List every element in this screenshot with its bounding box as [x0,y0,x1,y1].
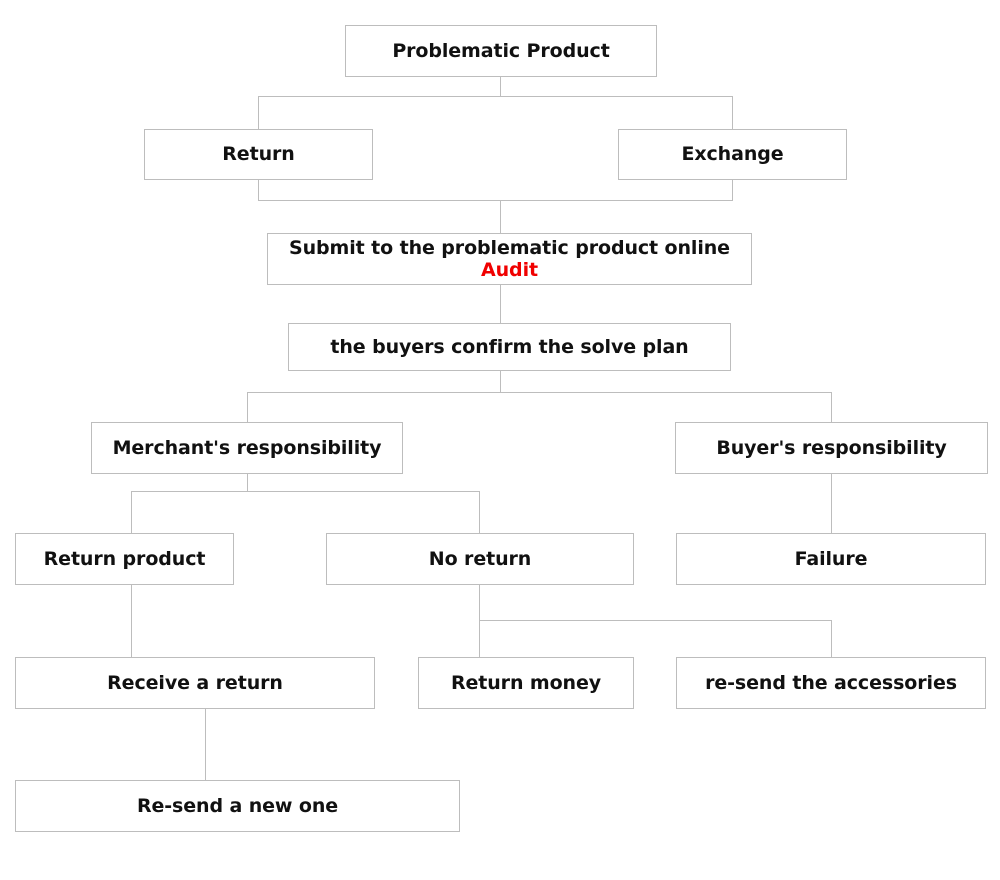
connector-to-return-product [131,491,132,533]
node-resend-a-new-one-label: Re-send a new one [136,794,339,817]
connector-to-return [258,96,259,129]
node-resend-the-accessories[interactable]: re-send the accessories [676,657,986,709]
connector-return-down [258,180,259,200]
connector-merge-to-submit [500,200,501,233]
node-buyers-confirm-solve-plan[interactable]: the buyers confirm the solve plan [288,323,731,371]
node-problematic-product[interactable]: Problematic Product [345,25,657,77]
node-exchange[interactable]: Exchange [618,129,847,180]
connector-exchange-down [732,180,733,200]
connector-split-merchant-options [131,491,480,492]
connector-split-return-exchange [258,96,733,97]
connector-merchant-down [247,474,248,492]
node-problematic-product-label: Problematic Product [392,39,610,62]
node-buyers-confirm-solve-plan-label: the buyers confirm the solve plan [330,335,689,358]
connector-to-no-return [479,491,480,533]
connector-to-merchant [247,392,248,422]
node-return[interactable]: Return [144,129,373,180]
node-buyer-responsibility[interactable]: Buyer's responsibility [675,422,988,474]
connector-buyer-to-failure [831,474,832,533]
node-submit-online-audit[interactable]: Submit to the problematic product online… [267,233,752,285]
connector-problematic-down [500,77,501,97]
connector-confirm-down [500,371,501,392]
connector-to-exchange [732,96,733,129]
node-submit-audit-label: Audit [481,259,538,281]
node-return-money-label: Return money [450,671,602,694]
connector-receive-to-resend-new [205,709,206,780]
node-exchange-label: Exchange [681,143,784,166]
node-no-return-label: No return [428,547,532,570]
node-return-label: Return [222,143,295,166]
connector-split-no-return-options [479,620,831,621]
node-resend-a-new-one[interactable]: Re-send a new one [15,780,460,832]
connector-to-buyer [831,392,832,422]
connector-split-responsibility [247,392,831,393]
node-resend-the-accessories-label: re-send the accessories [705,671,957,694]
connector-to-resend-accessories [831,620,832,657]
node-buyer-responsibility-label: Buyer's responsibility [716,436,947,459]
node-return-product-label: Return product [43,547,206,570]
node-return-product[interactable]: Return product [15,533,234,585]
node-submit-online-audit-text: Submit to the problematic product online… [268,237,751,282]
node-merchant-responsibility[interactable]: Merchant's responsibility [91,422,403,474]
node-failure[interactable]: Failure [676,533,986,585]
connector-return-product-to-receive [131,585,132,657]
node-receive-a-return-label: Receive a return [107,671,283,694]
connector-submit-to-confirm [500,285,501,323]
node-merchant-responsibility-label: Merchant's responsibility [112,436,382,459]
connector-no-return-down [479,585,480,657]
node-submit-online-audit-label: Submit to the problematic product online [289,236,730,259]
node-failure-label: Failure [794,547,868,570]
connector-merge-return-exchange [258,200,733,201]
node-receive-a-return[interactable]: Receive a return [15,657,375,709]
node-no-return[interactable]: No return [326,533,634,585]
node-return-money[interactable]: Return money [418,657,634,709]
